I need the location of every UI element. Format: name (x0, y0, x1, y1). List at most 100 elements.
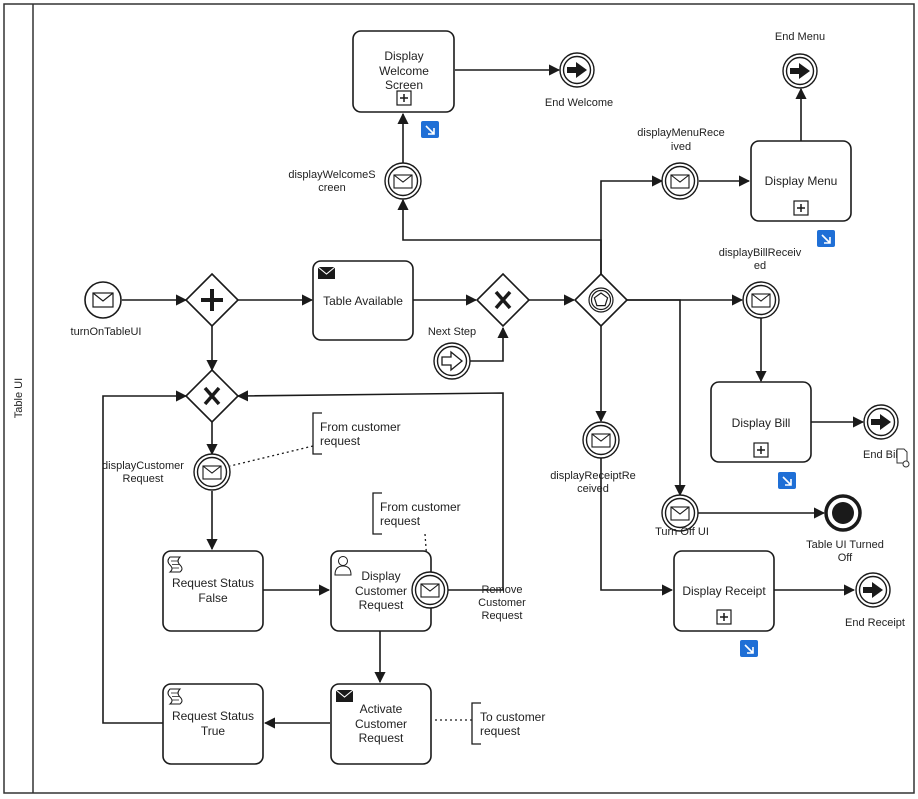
expand-subprocess-icon[interactable] (421, 121, 439, 138)
flow-receipt-event-to-task (600, 458, 674, 596)
task-request-status-false[interactable]: Request Status False (162, 550, 264, 632)
envelope-icon (591, 433, 611, 448)
task-display-receipt[interactable]: Display Receipt (673, 550, 775, 632)
event-display-bill-received[interactable]: displayBillReceiv ed (719, 247, 802, 319)
event-label: Next Step (428, 326, 476, 338)
end-event-bill[interactable]: End Bill (863, 404, 900, 461)
event-label: Off (838, 552, 853, 564)
envelope-icon (92, 292, 114, 308)
pool-label: Table UI (13, 378, 25, 418)
user-icon (334, 556, 352, 576)
script-icon (167, 688, 183, 705)
task-table-available[interactable]: Table Available (312, 260, 414, 341)
event-label: turnOnTableUI (71, 326, 142, 338)
envelope-icon (393, 174, 413, 189)
envelope-icon (670, 174, 690, 189)
task-label: Customer (355, 584, 407, 598)
expand-subprocess-icon[interactable] (778, 472, 796, 489)
task-label: Welcome (379, 64, 429, 78)
envelope-filled-icon (317, 266, 336, 279)
event-label: displayBillReceiv (719, 247, 802, 259)
flow-gateway-to-menu-event (600, 175, 664, 274)
flow-remove-to-xor (236, 390, 504, 591)
annotation-text: From customer (380, 500, 461, 514)
task-label: Table Available (323, 294, 403, 308)
document-view-icon[interactable] (896, 448, 910, 468)
task-label: Request Status (172, 709, 254, 723)
event-label: End Welcome (545, 97, 613, 109)
subprocess-marker-icon (753, 442, 769, 458)
start-event-next-step[interactable]: Next Step (428, 326, 476, 380)
event-label: Table UI Turned (806, 539, 884, 551)
event-label: displayMenuRece (637, 127, 724, 139)
task-label: Display (384, 49, 423, 63)
event-label: displayWelcomeS (288, 169, 375, 181)
arrow-right-icon (863, 582, 883, 598)
envelope-icon (670, 506, 690, 521)
task-label: Customer (355, 717, 407, 731)
envelope-filled-icon (335, 689, 354, 702)
envelope-icon (420, 583, 440, 598)
plus-icon (201, 289, 223, 311)
task-label: False (198, 591, 228, 605)
script-icon (167, 556, 183, 573)
task-label: Request (359, 731, 404, 745)
task-label: True (201, 724, 226, 738)
subprocess-marker-icon (396, 90, 412, 106)
arrow-right-icon (567, 62, 587, 78)
envelope-icon (751, 293, 771, 308)
task-label: Request (359, 598, 404, 612)
task-display-menu[interactable]: Display Menu (750, 140, 852, 222)
annotation-text: From customer (320, 420, 401, 434)
annotation-text: To customer (480, 710, 545, 724)
task-label: Screen (385, 78, 423, 92)
task-label: Display Menu (765, 174, 838, 188)
task-label: Display Receipt (682, 584, 766, 598)
task-display-bill[interactable]: Display Bill (710, 381, 812, 463)
expand-subprocess-icon[interactable] (817, 230, 835, 247)
event-label: displayCustomer (102, 460, 184, 472)
event-label: End Menu (775, 31, 825, 43)
flow-true-loop-to-xor (102, 390, 188, 724)
end-event-receipt[interactable]: End Receipt (845, 572, 905, 629)
boundary-event-remove-customer-request[interactable]: Remove Customer Request (411, 571, 526, 622)
event-label: ived (671, 141, 691, 153)
event-label: Customer (478, 597, 526, 609)
start-event-turn-on[interactable]: turnOnTableUI (71, 281, 142, 338)
end-event-welcome[interactable]: End Welcome (545, 52, 613, 109)
parallel-gateway[interactable] (184, 272, 240, 328)
event-turn-off-ui[interactable]: Turn Off UI (655, 494, 709, 538)
arrow-right-outline-icon (441, 350, 464, 372)
annotation-from-customer-2: From customer request (372, 492, 461, 576)
subprocess-marker-icon (716, 609, 732, 625)
task-activate-customer-request[interactable]: Activate Customer Request (330, 683, 432, 765)
pentagon-icon (593, 292, 609, 307)
event-label: displayReceiptRe (550, 470, 636, 482)
task-request-status-true[interactable]: Request Status True (162, 683, 264, 765)
task-display-customer-request[interactable]: Display Customer Request (330, 550, 432, 632)
task-display-welcome-screen[interactable]: Display Welcome Screen (352, 30, 455, 113)
annotation-from-customer-1: From customer request (229, 412, 401, 467)
event-label: ed (754, 260, 766, 272)
event-display-receipt-received[interactable]: displayReceiptRe ceived (550, 421, 636, 495)
exclusive-gateway-lower[interactable] (184, 368, 240, 424)
event-display-menu-received[interactable]: displayMenuRece ived (637, 127, 725, 200)
flow-next-step-to-xor (470, 326, 509, 362)
event-label: creen (318, 182, 346, 194)
task-label: Display Bill (732, 416, 791, 430)
expand-subprocess-icon[interactable] (740, 640, 758, 657)
annotation-text: request (480, 724, 521, 738)
x-icon (494, 290, 512, 310)
event-label: Request (482, 610, 523, 622)
event-display-customer-request[interactable]: displayCustomer Request (102, 453, 231, 491)
sequence-flows (102, 64, 865, 729)
end-event-table-ui-turned-off[interactable]: Table UI Turned Off (806, 494, 884, 564)
end-event-menu[interactable]: End Menu (775, 31, 825, 89)
event-label: ceived (577, 483, 609, 495)
event-display-welcome-screen[interactable]: displayWelcomeS creen (288, 162, 422, 200)
exclusive-gateway-upper[interactable] (475, 272, 531, 328)
annotation-text: request (320, 434, 361, 448)
annotation-text: request (380, 514, 421, 528)
event-based-gateway[interactable] (573, 272, 629, 328)
task-label: Display (361, 569, 400, 583)
